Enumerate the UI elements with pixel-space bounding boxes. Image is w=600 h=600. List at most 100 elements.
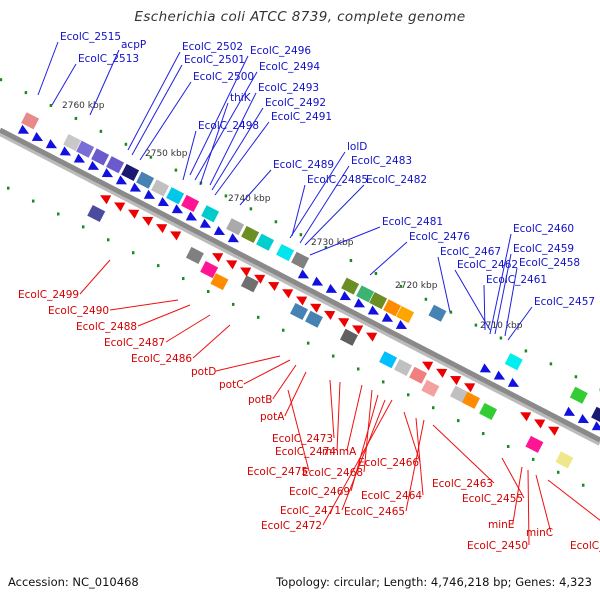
reverse-gene-arrow[interactable] bbox=[518, 408, 532, 422]
forward-gene[interactable] bbox=[151, 179, 170, 197]
reverse-gene-label[interactable]: EcolC_2468 bbox=[302, 467, 363, 479]
reverse-gene-label[interactable]: EcolC_2490 bbox=[48, 305, 109, 317]
forward-gene-arrow[interactable] bbox=[143, 189, 157, 203]
reverse-gene-label[interactable]: potB bbox=[248, 394, 272, 406]
forward-gene-arrow[interactable] bbox=[31, 131, 45, 145]
reverse-gene-label[interactable]: EcolC_2465 bbox=[344, 506, 405, 518]
forward-gene-arrow[interactable] bbox=[591, 421, 600, 434]
reverse-gene[interactable] bbox=[379, 351, 398, 369]
forward-gene-arrow[interactable] bbox=[479, 363, 493, 376]
reverse-gene[interactable] bbox=[555, 451, 574, 469]
reverse-gene-arrow[interactable] bbox=[126, 205, 140, 219]
reverse-gene[interactable] bbox=[525, 435, 544, 453]
reverse-gene[interactable] bbox=[305, 310, 323, 328]
forward-gene[interactable] bbox=[356, 285, 375, 303]
reverse-gene[interactable] bbox=[462, 391, 480, 409]
reverse-gene[interactable] bbox=[340, 328, 358, 346]
forward-gene[interactable] bbox=[21, 112, 40, 130]
forward-gene-label[interactable]: EcolC_2481 bbox=[382, 216, 443, 228]
reverse-gene-arrow[interactable] bbox=[210, 249, 224, 263]
reverse-gene-arrow[interactable] bbox=[322, 306, 336, 320]
reverse-gene-arrow[interactable] bbox=[308, 299, 322, 313]
forward-gene-label[interactable]: thiK bbox=[230, 92, 252, 104]
reverse-gene-label[interactable]: mnmA bbox=[322, 446, 357, 458]
reverse-gene-arrow[interactable] bbox=[252, 270, 266, 284]
reverse-gene-arrow[interactable] bbox=[532, 415, 546, 429]
reverse-gene-label[interactable]: potD bbox=[191, 366, 216, 378]
reverse-gene-arrow[interactable] bbox=[434, 364, 448, 378]
forward-gene-label[interactable]: EcolC_2492 bbox=[265, 97, 326, 109]
reverse-gene-arrow[interactable] bbox=[546, 422, 560, 436]
forward-gene-label[interactable]: acpP bbox=[121, 39, 146, 51]
forward-gene-label[interactable]: EcolC_2462 bbox=[457, 259, 518, 271]
forward-gene-arrow[interactable] bbox=[577, 414, 591, 427]
forward-gene-arrow[interactable] bbox=[157, 197, 171, 210]
forward-gene-label[interactable]: EcolC_2482 bbox=[366, 174, 427, 186]
forward-gene[interactable] bbox=[226, 218, 245, 236]
forward-gene-arrow[interactable] bbox=[17, 124, 31, 138]
forward-gene-label[interactable]: EcolC_2461 bbox=[486, 274, 547, 286]
forward-gene-arrow[interactable] bbox=[227, 233, 241, 246]
forward-gene[interactable] bbox=[591, 406, 600, 424]
forward-gene-arrow[interactable] bbox=[367, 305, 381, 319]
reverse-gene-arrow[interactable] bbox=[266, 278, 280, 292]
forward-gene-arrow[interactable] bbox=[353, 298, 367, 311]
forward-gene[interactable] bbox=[291, 251, 310, 269]
reverse-gene-arrow[interactable] bbox=[336, 314, 350, 328]
forward-gene[interactable] bbox=[341, 277, 360, 295]
forward-gene-label[interactable]: EcolC_2496 bbox=[250, 45, 311, 57]
reverse-gene[interactable] bbox=[409, 366, 428, 384]
forward-gene-arrow[interactable] bbox=[325, 283, 339, 297]
forward-gene-arrow[interactable] bbox=[493, 370, 507, 384]
forward-gene-arrow[interactable] bbox=[59, 146, 73, 159]
reverse-gene-arrow[interactable] bbox=[112, 198, 126, 212]
forward-gene[interactable] bbox=[76, 140, 95, 158]
reverse-gene-label[interactable]: minE bbox=[488, 519, 514, 531]
forward-gene-label[interactable]: EcolC_2501 bbox=[184, 54, 245, 66]
forward-gene-arrow[interactable] bbox=[185, 211, 199, 225]
reverse-gene-arrow[interactable] bbox=[294, 292, 308, 306]
reverse-gene-label[interactable]: EcolC_2471 bbox=[280, 505, 341, 517]
forward-gene-arrow[interactable] bbox=[339, 291, 353, 304]
reverse-gene[interactable] bbox=[479, 402, 498, 420]
forward-gene-arrow[interactable] bbox=[129, 182, 143, 196]
forward-gene-label[interactable]: EcolC_2494 bbox=[259, 61, 320, 73]
forward-gene[interactable] bbox=[396, 305, 415, 324]
forward-gene-arrow[interactable] bbox=[115, 175, 129, 188]
reverse-gene-label[interactable]: EcolC_2455 bbox=[462, 493, 523, 505]
forward-gene[interactable] bbox=[276, 243, 295, 262]
reverse-gene-arrow[interactable] bbox=[168, 227, 182, 241]
forward-gene-label[interactable]: EcolC_2460 bbox=[513, 223, 574, 235]
reverse-gene-label[interactable]: potC bbox=[219, 379, 244, 391]
reverse-gene-label[interactable]: potA bbox=[260, 411, 285, 423]
reverse-gene-label[interactable]: EcolC_2466 bbox=[358, 457, 419, 469]
forward-gene-arrow[interactable] bbox=[199, 218, 213, 232]
forward-gene-arrow[interactable] bbox=[73, 153, 87, 167]
forward-gene[interactable] bbox=[136, 171, 155, 189]
forward-gene-label[interactable]: EcolC_2500 bbox=[193, 71, 254, 83]
forward-gene-label[interactable]: lolD bbox=[347, 141, 367, 153]
reverse-gene-label[interactable]: EcolC_2475 bbox=[247, 466, 308, 478]
reverse-gene[interactable] bbox=[394, 358, 413, 377]
reverse-gene-arrow[interactable] bbox=[448, 372, 462, 386]
forward-gene-label[interactable]: EcolC_2458 bbox=[519, 257, 580, 269]
forward-gene[interactable] bbox=[504, 353, 523, 371]
reverse-gene[interactable] bbox=[87, 204, 106, 223]
reverse-gene-label[interactable]: EcolC_2450 bbox=[467, 540, 528, 552]
forward-gene[interactable] bbox=[369, 292, 388, 310]
reverse-gene[interactable] bbox=[240, 275, 259, 293]
reverse-gene-label[interactable]: EcolC_2474 bbox=[275, 446, 336, 458]
reverse-gene-arrow[interactable] bbox=[462, 379, 476, 393]
reverse-gene-label[interactable]: EcolC_2499 bbox=[18, 289, 79, 301]
forward-gene[interactable] bbox=[428, 304, 447, 322]
forward-gene-arrow[interactable] bbox=[507, 377, 521, 391]
forward-gene-label[interactable]: EcolC_2491 bbox=[271, 111, 332, 123]
forward-gene-label[interactable]: EcolC_2513 bbox=[78, 53, 139, 65]
forward-gene-arrow[interactable] bbox=[87, 160, 101, 174]
forward-gene-arrow[interactable] bbox=[213, 225, 227, 239]
reverse-gene-label[interactable]: EcolC_2487 bbox=[104, 337, 165, 349]
forward-gene-label[interactable]: EcolC_2493 bbox=[258, 82, 319, 94]
reverse-gene-arrow[interactable] bbox=[420, 357, 434, 371]
reverse-gene[interactable] bbox=[200, 261, 219, 279]
